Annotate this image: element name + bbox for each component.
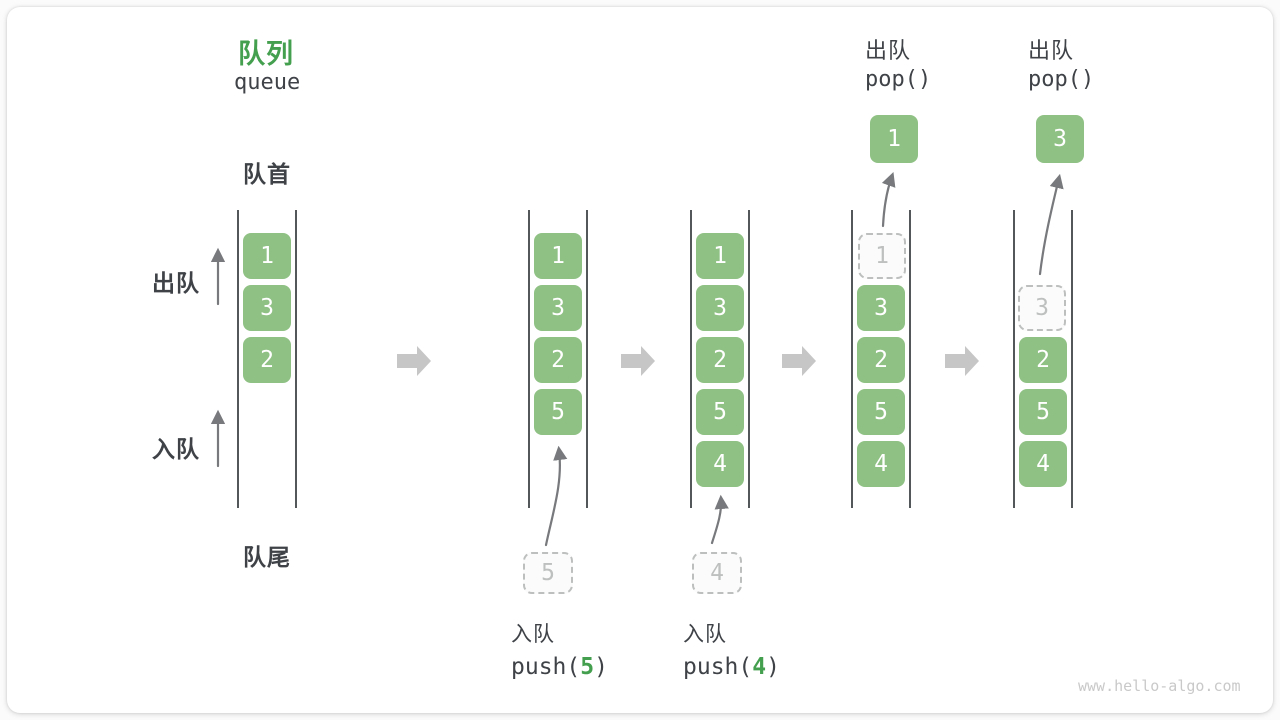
queue-item: 2 bbox=[696, 337, 744, 383]
page-title: 队列 bbox=[238, 39, 294, 69]
queue-item: 5 bbox=[696, 389, 744, 435]
channel-wall-right bbox=[586, 210, 588, 508]
queue-state-2: 1 3 2 5 5 入队 push(5) bbox=[511, 210, 608, 680]
channel-wall-left bbox=[851, 210, 853, 508]
queue-item: 1 bbox=[696, 233, 744, 279]
queue-state-4: 出队 pop() 1 1 3 2 5 4 bbox=[851, 38, 931, 508]
op-label-dequeue: 出队 bbox=[865, 38, 912, 63]
queue-item: 3 bbox=[857, 285, 905, 331]
code-arg: 4 bbox=[752, 654, 767, 680]
channel-wall-right bbox=[295, 210, 297, 508]
channel-wall-left bbox=[1013, 210, 1015, 508]
watermark: www.hello-algo.com bbox=[1078, 677, 1241, 695]
channel-wall-right bbox=[1071, 210, 1073, 508]
queue-item: 5 bbox=[857, 389, 905, 435]
diagram-card bbox=[7, 7, 1273, 713]
queue-item: 2 bbox=[1019, 337, 1067, 383]
op-label-enqueue: 入队 bbox=[511, 623, 555, 646]
queue-item: 3 bbox=[696, 285, 744, 331]
queue-item: 2 bbox=[857, 337, 905, 383]
queue-item: 2 bbox=[534, 337, 582, 383]
queue-item: 4 bbox=[1019, 441, 1067, 487]
code-pre: push( bbox=[511, 654, 581, 680]
queue-item: 5 bbox=[534, 389, 582, 435]
queue-item: 2 bbox=[243, 337, 291, 383]
queue-item: 3 bbox=[243, 285, 291, 331]
channel-wall-left bbox=[237, 210, 239, 508]
op-label-dequeue: 出队 bbox=[1028, 38, 1075, 63]
code-post: ) bbox=[594, 654, 608, 680]
channel-wall-left bbox=[690, 210, 692, 508]
queue-item: 3 bbox=[534, 285, 582, 331]
ghost-item: 1 bbox=[858, 233, 906, 279]
popped-item: 3 bbox=[1036, 115, 1084, 163]
code-arg: 5 bbox=[580, 654, 595, 680]
op-code-pop: pop() bbox=[865, 67, 932, 92]
incoming-item: 5 bbox=[523, 552, 573, 594]
page-subtitle: queue bbox=[234, 70, 301, 95]
channel-wall-right bbox=[748, 210, 750, 508]
op-code-push: push(4) bbox=[683, 654, 780, 680]
op-code-pop: pop() bbox=[1028, 67, 1095, 92]
queue-state-5: 出队 pop() 3 3 2 5 4 bbox=[1013, 38, 1094, 508]
queue-state-1: 1 3 2 bbox=[237, 210, 297, 508]
op-code-push: push(5) bbox=[511, 654, 608, 680]
label-enqueue: 入队 bbox=[152, 436, 200, 462]
label-queue-front: 队首 bbox=[243, 161, 291, 187]
queue-item: 1 bbox=[534, 233, 582, 279]
queue-item: 4 bbox=[696, 441, 744, 487]
ghost-item: 3 bbox=[1018, 285, 1066, 331]
code-post: ) bbox=[766, 654, 780, 680]
queue-item: 1 bbox=[243, 233, 291, 279]
label-dequeue: 出队 bbox=[152, 270, 200, 296]
queue-item: 5 bbox=[1019, 389, 1067, 435]
incoming-item: 4 bbox=[692, 552, 742, 594]
label-queue-rear: 队尾 bbox=[243, 544, 291, 570]
code-pre: push( bbox=[683, 654, 753, 680]
channel-wall-left bbox=[528, 210, 530, 508]
queue-state-3: 1 3 2 5 4 4 入队 push(4) bbox=[683, 210, 780, 680]
queue-item: 4 bbox=[857, 441, 905, 487]
channel-wall-right bbox=[909, 210, 911, 508]
popped-item: 1 bbox=[870, 115, 918, 163]
op-label-enqueue: 入队 bbox=[683, 623, 727, 646]
